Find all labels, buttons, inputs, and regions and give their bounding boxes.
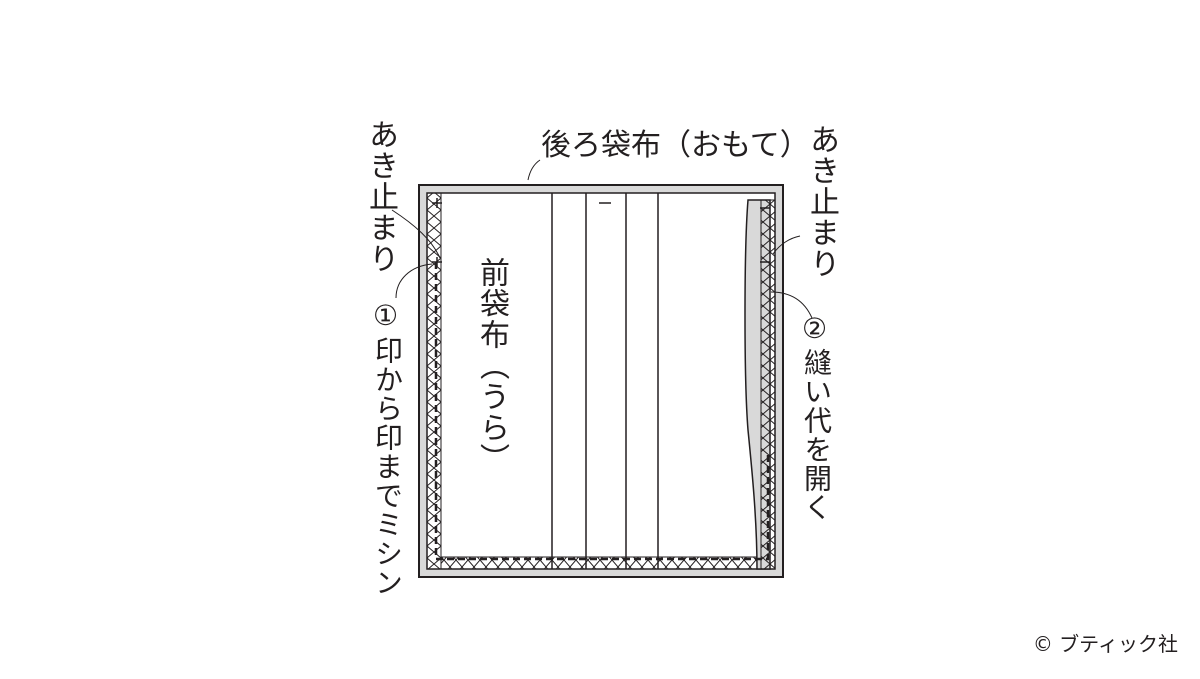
- step2-number: ②: [802, 312, 828, 345]
- publisher-credit: © ブティック社: [1032, 632, 1178, 656]
- leader-lines: [391, 159, 813, 319]
- step1-number: ①: [373, 299, 399, 332]
- notch-marks: [432, 198, 770, 267]
- opening-stop-right-label: あき止まり: [804, 124, 839, 279]
- front-fabric-label: 前袋布（うら）: [474, 257, 509, 474]
- step2-instruction: 縫い代を開く: [800, 348, 833, 522]
- stitch-line: [434, 262, 770, 561]
- front-pocket-fabric: [426, 192, 776, 570]
- left-seam-zigzag: [426, 192, 442, 570]
- back-fabric-label: 後ろ袋布（おもて）: [541, 128, 810, 163]
- step1-instruction: 印から印までミシン: [371, 336, 404, 597]
- opening-stop-left-label: あき止まり: [363, 119, 398, 274]
